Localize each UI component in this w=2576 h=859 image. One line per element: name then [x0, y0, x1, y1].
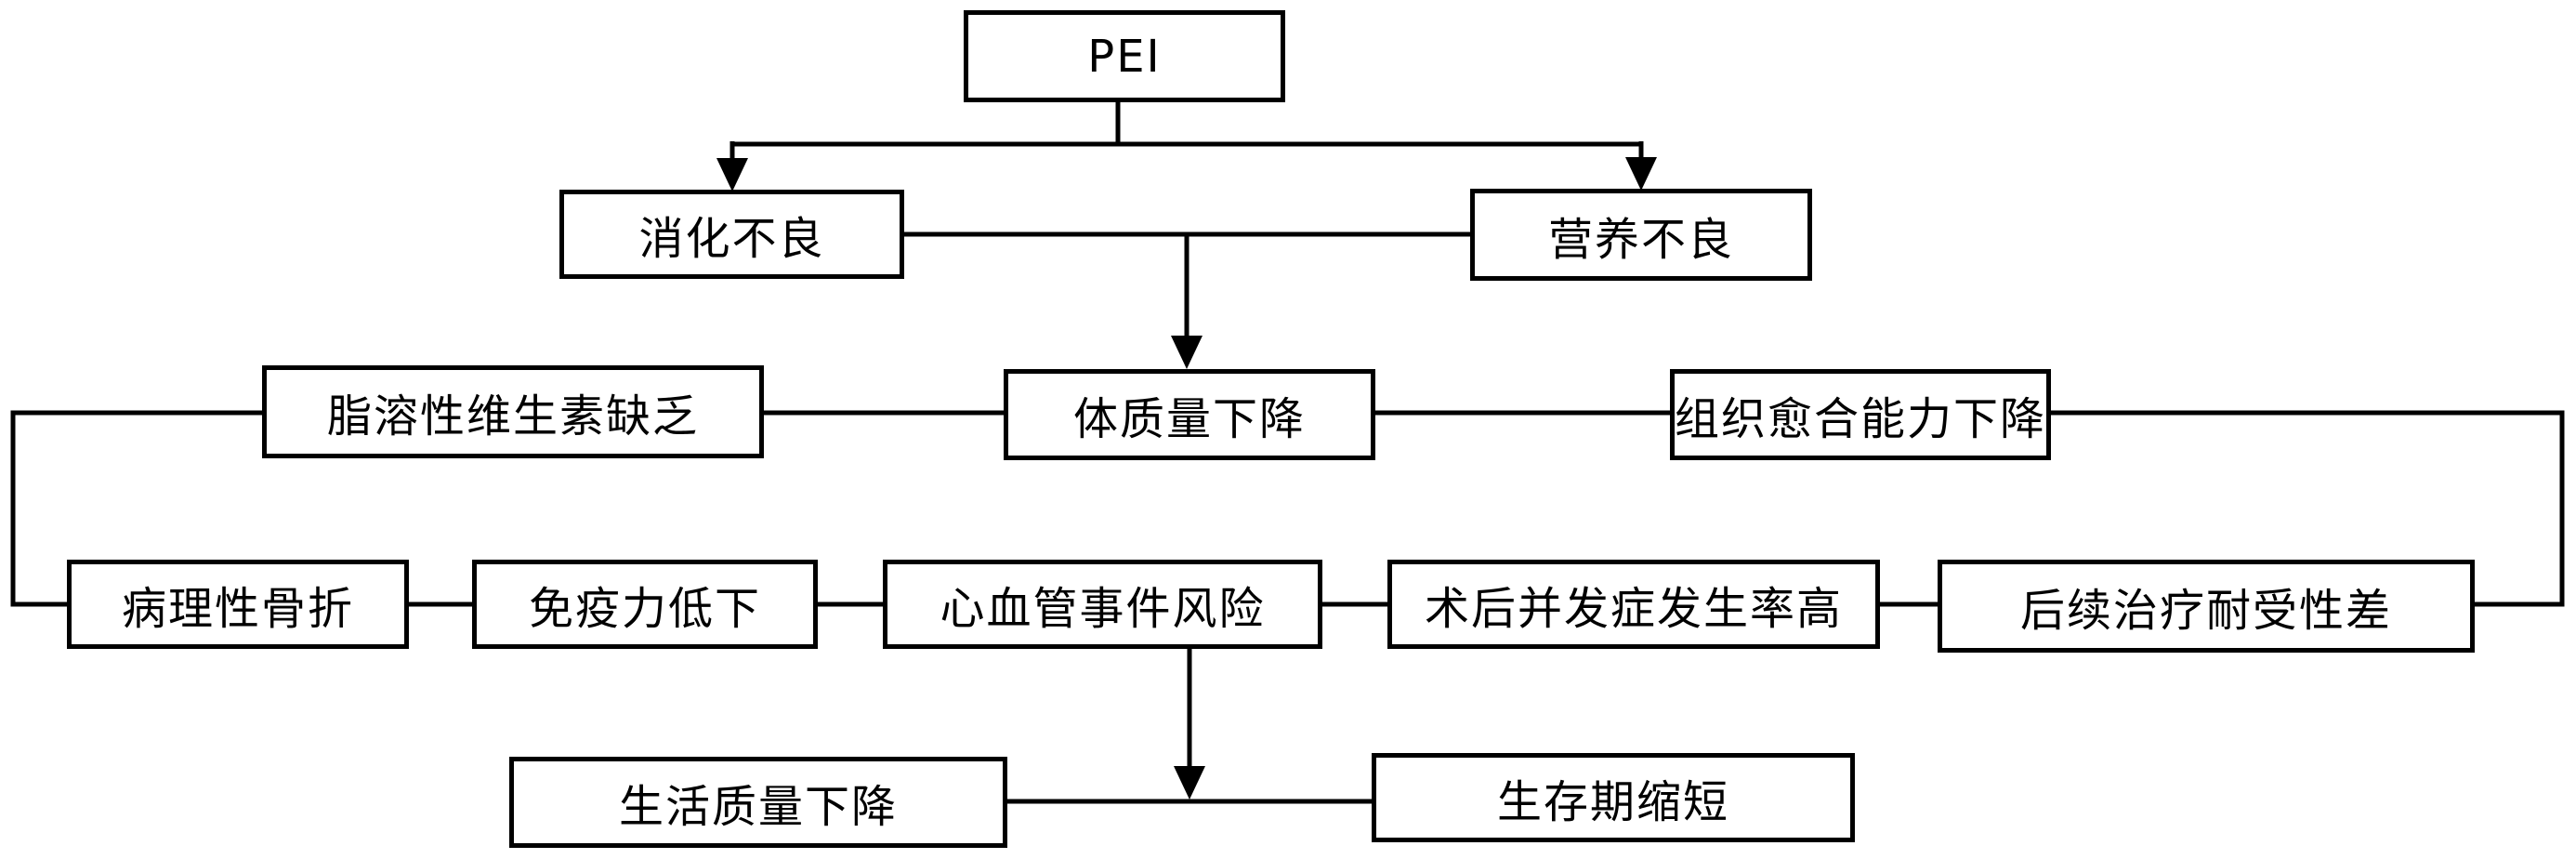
- node-vitamin-deficiency-label: 脂溶性维生素缺乏: [326, 390, 699, 443]
- node-malnutrition-label: 营养不良: [1547, 213, 1734, 266]
- node-indigestion-label: 消化不良: [638, 213, 825, 265]
- arrowhead-row5: [1174, 766, 1205, 800]
- node-pei-label: PEI: [1087, 30, 1162, 83]
- arrowhead-weight: [1171, 336, 1203, 369]
- node-weight-loss-label: 体质量下降: [1072, 393, 1306, 445]
- node-weight-loss: 体质量下降: [1004, 369, 1375, 460]
- node-survival-shortened: 生存期缩短: [1372, 753, 1855, 842]
- node-pathological-fracture: 病理性骨折: [67, 560, 409, 649]
- node-malnutrition: 营养不良: [1470, 189, 1812, 281]
- node-healing-decline: 组织愈合能力下降: [1670, 369, 2051, 460]
- node-treatment-tolerance-label: 后续治疗耐受性差: [2019, 585, 2392, 637]
- connector-elbow-right: [2051, 410, 2565, 607]
- node-pei: PEI: [964, 10, 1285, 102]
- node-treatment-tolerance: 后续治疗耐受性差: [1938, 560, 2475, 653]
- arrowhead-indigestion: [716, 158, 748, 192]
- arrowhead-malnutrition: [1625, 157, 1657, 191]
- node-cardiovascular-risk-label: 心血管事件风险: [940, 583, 1266, 635]
- node-pathological-fracture-label: 病理性骨折: [121, 583, 354, 635]
- node-low-immunity: 免疫力低下: [472, 560, 818, 649]
- node-low-immunity-label: 免疫力低下: [528, 583, 761, 635]
- node-cardiovascular-risk: 心血管事件风险: [883, 560, 1322, 649]
- node-quality-of-life: 生活质量下降: [509, 757, 1007, 848]
- node-postop-complications-label: 术后并发症发生率高: [1424, 583, 1843, 635]
- node-healing-decline-label: 组织愈合能力下降: [1675, 393, 2047, 445]
- node-quality-of-life-label: 生活质量下降: [618, 781, 898, 833]
- node-survival-shortened-label: 生存期缩短: [1496, 776, 1729, 828]
- node-vitamin-deficiency: 脂溶性维生素缺乏: [262, 365, 764, 458]
- node-indigestion: 消化不良: [559, 190, 904, 279]
- connector-elbow-left: [10, 410, 262, 607]
- node-postop-complications: 术后并发症发生率高: [1387, 560, 1880, 649]
